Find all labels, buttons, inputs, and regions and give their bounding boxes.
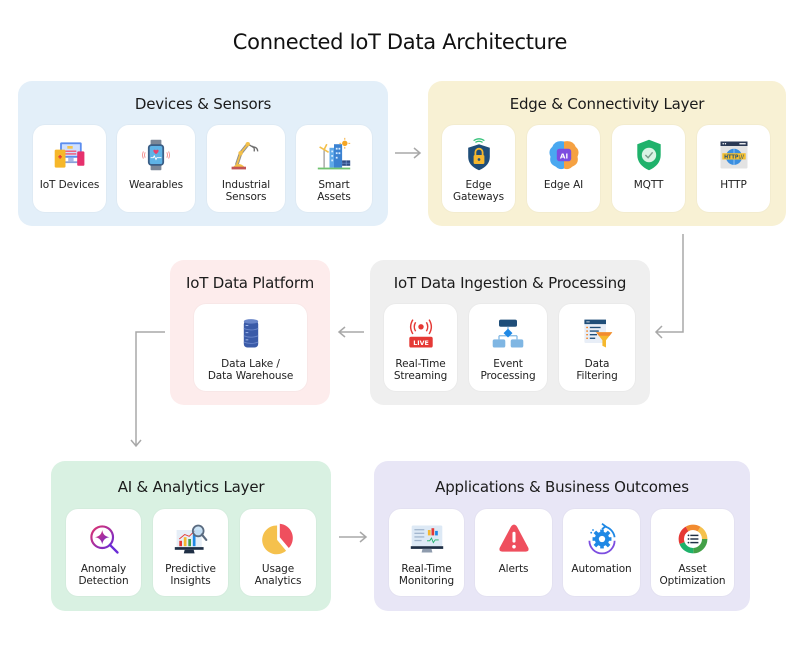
flow-arrow-ingestion-to-platform [337,326,364,338]
donut-list-icon [673,521,713,557]
card-wearables: Wearables [117,125,195,212]
panel-title: Devices & Sensors [134,95,272,113]
panel-title: Applications & Business Outcomes [435,478,689,496]
chart-magnifier-icon [171,521,211,557]
panel-applications: Applications & Business Outcomes Real-Ti… [374,461,750,611]
live-badge: LIVE [413,340,429,347]
svg-text:HTTP://: HTTP:// [724,155,744,161]
flow-arrow-platform-to-analytics [130,331,165,448]
live-broadcast-icon: LIVE [401,316,441,352]
panel-data-ingestion: IoT Data Ingestion & Processing LIVE Rea… [370,260,650,405]
card-label: IoT Devices [39,179,100,191]
card-event-processing: Event Processing [469,304,547,391]
database-icon [231,316,271,352]
svg-text:AI: AI [559,152,568,161]
card-mqtt: MQTT [612,125,685,212]
card-data-filtering: Data Filtering [559,304,635,391]
flow-arrow-devices-to-edge [395,147,422,159]
card-label: Alerts [498,563,529,575]
card-label: Smart Assets [317,179,351,203]
card-label: MQTT [633,179,664,191]
page-title: Connected IoT Data Architecture [232,30,568,54]
devices-icon [50,137,90,173]
card-label: HTTP [720,179,747,191]
card-label: Edge Gateways [452,179,505,203]
card-iot-devices: IoT Devices [33,125,106,212]
card-label: Real-Time Streaming [393,358,448,382]
card-label: Wearables [128,179,184,191]
http-globe-icon: HTTP:// [714,137,754,173]
card-label: Real-Time Monitoring [398,563,455,587]
funnel-filter-icon [577,316,617,352]
panel-edge-connectivity: Edge & Connectivity Layer Edge Gateways … [428,81,786,226]
card-edge-ai: AI Edge AI [527,125,600,212]
panel-title: Edge & Connectivity Layer [509,95,705,113]
shield-lock-icon [459,137,499,173]
card-label: Anomaly Detection [78,563,129,587]
flow-arrow-analytics-to-applications [339,531,368,543]
shield-check-icon [629,137,669,173]
card-label: Predictive Insights [165,563,216,587]
card-automation: Automation [563,509,640,596]
card-predictive-insights: Predictive Insights [153,509,228,596]
panel-data-platform: IoT Data Platform Data Lake / Data Wareh… [170,260,330,405]
card-alerts: Alerts [475,509,552,596]
card-usage-analytics: Usage Analytics [240,509,316,596]
card-label: Asset Optimization [659,563,726,587]
panel-title: IoT Data Ingestion & Processing [393,274,627,292]
monitor-dashboard-icon [407,521,447,557]
smartwatch-icon [136,137,176,173]
smart-city-icon [314,137,354,173]
pie-chart-icon [258,521,298,557]
card-http: HTTP:// HTTP [697,125,770,212]
alert-triangle-icon [494,521,534,557]
card-industrial-sensors: Industrial Sensors [207,125,285,212]
card-label: Usage Analytics [254,563,302,587]
card-real-time-streaming: LIVE Real-Time Streaming [384,304,457,391]
robotic-arm-icon [226,137,266,173]
anomaly-search-icon [84,521,124,557]
card-data-lake: Data Lake / Data Warehouse [194,304,307,391]
panel-ai-analytics: AI & Analytics Layer Anomaly Detection [51,461,331,611]
ai-brain-icon: AI [544,137,584,173]
card-label: Data Filtering [576,358,618,382]
card-edge-gateways: Edge Gateways [442,125,515,212]
flowchart-icon [488,316,528,352]
panel-title: AI & Analytics Layer [117,478,265,496]
flow-arrow-edge-to-ingestion [654,234,684,339]
card-label: Automation [571,563,632,575]
gear-cycle-icon [582,521,622,557]
card-label: Event Processing [480,358,536,382]
card-real-time-monitoring: Real-Time Monitoring [389,509,464,596]
panel-title: IoT Data Platform [186,274,314,292]
card-anomaly-detection: Anomaly Detection [66,509,141,596]
card-label: Data Lake / Data Warehouse [207,358,294,382]
panel-devices-sensors: Devices & Sensors IoT Devices [18,81,388,226]
card-label: Industrial Sensors [221,179,271,203]
card-asset-optimization: Asset Optimization [651,509,734,596]
card-smart-assets: Smart Assets [296,125,372,212]
card-label: Edge AI [543,179,584,191]
